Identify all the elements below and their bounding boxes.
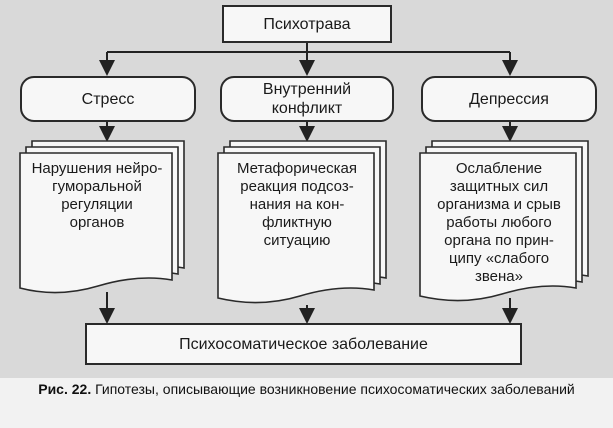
- document-stack-1: [19, 140, 185, 294]
- cause-conflict-box: Внутренний конфликт: [220, 76, 394, 122]
- mechanism-text-3: Ослабление защитных сил организма и срыв…: [437, 160, 561, 285]
- figure-number: Рис. 22.: [38, 381, 92, 397]
- connectors: [19, 42, 589, 324]
- mechanism-text-1: Нарушения нейро- гуморальной регуляции о…: [31, 160, 163, 231]
- document-stack-3: [419, 140, 589, 302]
- cause-stress-box: Стресс: [20, 76, 196, 122]
- flow-diagram: Психотрава Стресс Внутренний конфликт Де…: [0, 0, 613, 378]
- document-stack-2: [217, 140, 387, 304]
- mechanism-text-2: Метафорическая реакция подсоз- нания на …: [237, 160, 357, 249]
- caption-text: Гипотезы, описывающие возникновение псих…: [91, 381, 575, 397]
- figure-caption: Рис. 22. Гипотезы, описывающие возникнов…: [0, 380, 613, 399]
- psychosomatic-disease-box: Психосоматическое заболевание: [85, 323, 522, 365]
- psychotrauma-box: Психотрава: [222, 5, 392, 43]
- cause-depression-box: Депрессия: [421, 76, 597, 122]
